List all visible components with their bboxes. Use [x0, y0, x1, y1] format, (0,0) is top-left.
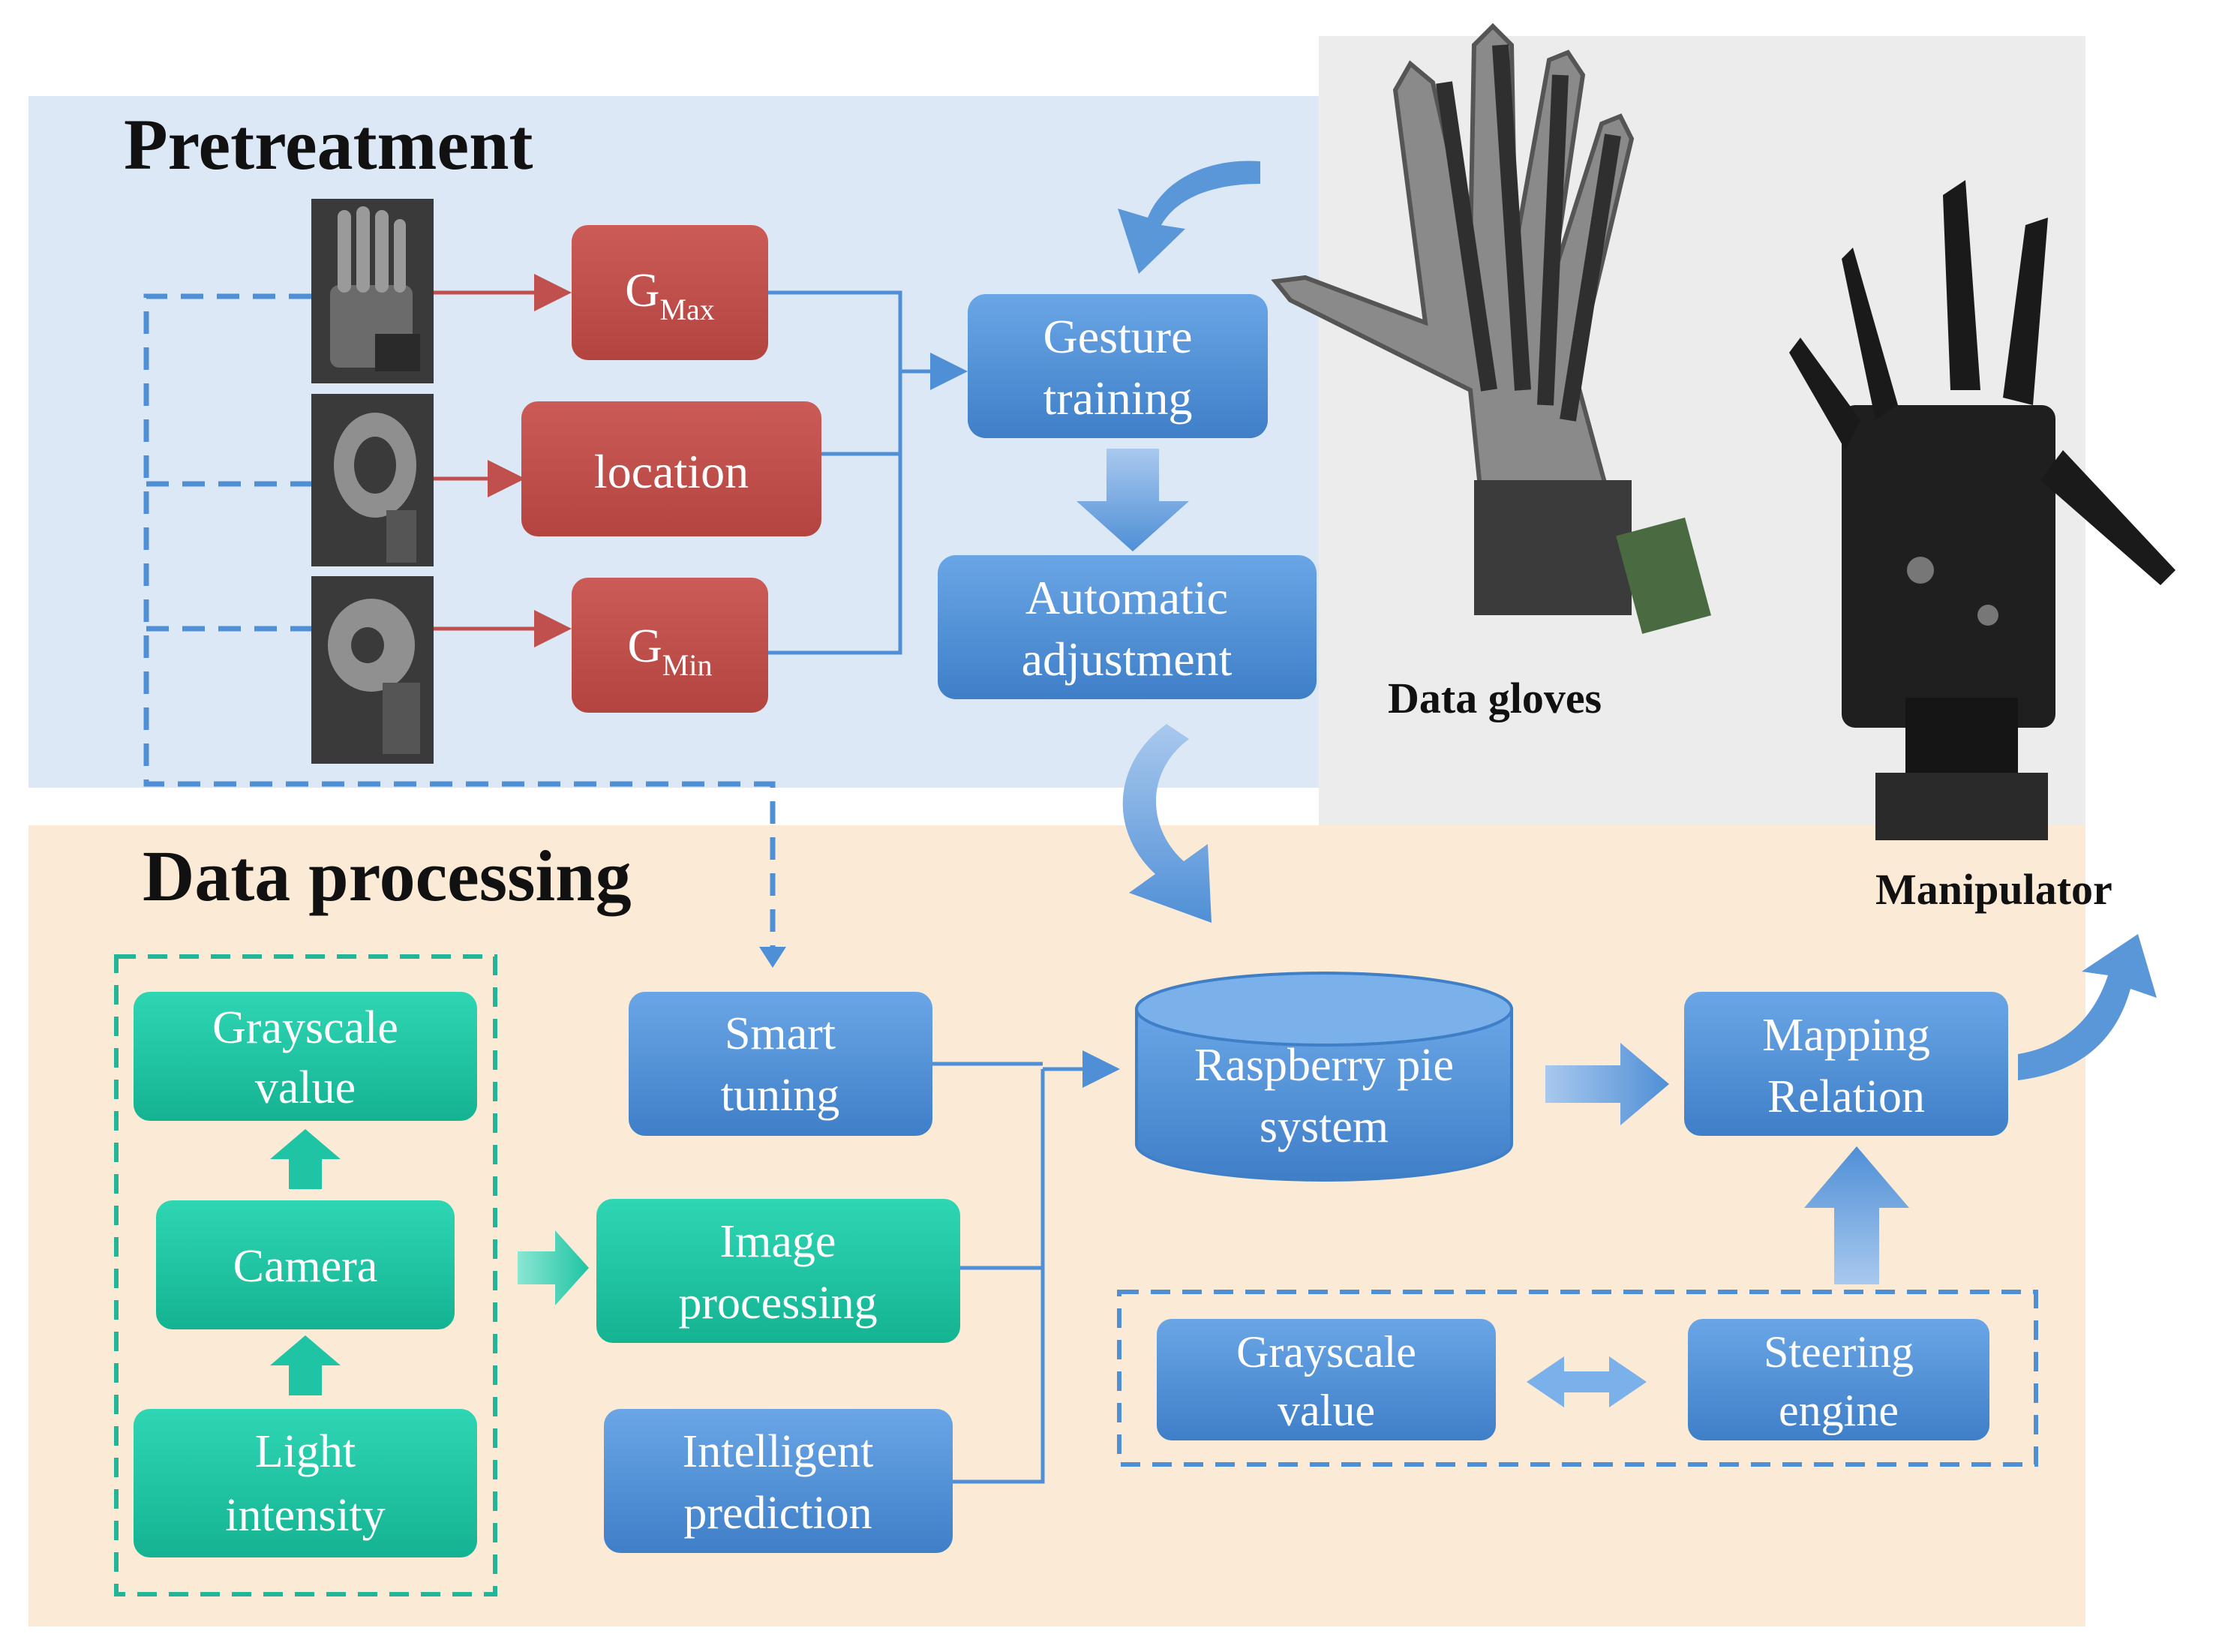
curved-arrow-icon: [1118, 161, 1260, 274]
pretreatment-title: Pretreatment: [124, 104, 533, 185]
svg-text:Steering: Steering: [1764, 1327, 1914, 1377]
smart-tuning-box: Smart tuning: [629, 992, 932, 1136]
svg-text:Raspberry pie: Raspberry pie: [1194, 1040, 1454, 1091]
glove-thumbnail-open: [311, 199, 434, 383]
svg-text:Relation: Relation: [1767, 1071, 1925, 1122]
svg-text:Mapping: Mapping: [1762, 1010, 1930, 1061]
glove-thumbnail-fist: [311, 576, 434, 764]
block-arrow-icon: [270, 1129, 341, 1189]
block-arrow-icon: [1545, 1043, 1669, 1125]
svg-text:value: value: [255, 1062, 356, 1113]
grayscale-value-box: Grayscale value: [134, 992, 477, 1121]
svg-text:Light: Light: [255, 1426, 356, 1477]
data-processing-title: Data processing: [143, 836, 632, 916]
svg-text:tuning: tuning: [721, 1070, 839, 1121]
svg-text:Camera: Camera: [233, 1241, 378, 1292]
gesture-training-box: Gesture training: [968, 294, 1268, 438]
red-connectors: [434, 274, 572, 647]
data-gloves-photo: Data gloves: [1271, 23, 1711, 722]
svg-text:adjustment: adjustment: [1022, 632, 1233, 686]
automatic-adjustment-box: Automatic adjustment: [938, 555, 1317, 699]
glove-thumbnail-curled: [311, 394, 434, 566]
block-arrow-icon: [1076, 449, 1189, 551]
svg-text:prediction: prediction: [683, 1488, 872, 1539]
manipulator-label: Manipulator: [1875, 865, 2112, 914]
svg-text:GMin: GMin: [628, 619, 713, 682]
raspberry-pie-system-cylinder: Raspberry pie system: [1135, 972, 1513, 1182]
block-arrow-icon: [270, 1335, 341, 1395]
svg-text:value: value: [1278, 1386, 1375, 1435]
intelligent-prediction-box: Intelligent prediction: [604, 1409, 953, 1553]
curved-arrow-icon: [1122, 724, 1212, 923]
steering-engine-box: Steering engine: [1688, 1319, 1989, 1440]
svg-text:intensity: intensity: [225, 1490, 386, 1541]
gmax-box: GMax: [572, 225, 768, 360]
dashed-sample-connector: [143, 293, 776, 949]
svg-text:Image: Image: [720, 1216, 836, 1267]
svg-text:system: system: [1260, 1101, 1389, 1152]
light-intensity-box: Light intensity: [134, 1409, 477, 1557]
mapping-relation-box: Mapping Relation: [1684, 992, 2008, 1136]
svg-text:Grayscale: Grayscale: [1236, 1327, 1416, 1377]
location-box: location: [521, 401, 821, 536]
svg-text:processing: processing: [678, 1278, 877, 1329]
processing-merge-lines: [932, 1050, 1120, 1484]
svg-text:Grayscale: Grayscale: [212, 1002, 398, 1053]
pretreatment-merge-lines: [768, 290, 968, 655]
svg-text:training: training: [1043, 371, 1192, 425]
svg-text:Intelligent: Intelligent: [683, 1426, 874, 1477]
block-arrow-icon: [518, 1230, 589, 1305]
dashed-arrowhead: [759, 947, 786, 968]
image-processing-box: Image processing: [596, 1199, 960, 1343]
feedback-grayscale-value-box: Grayscale value: [1157, 1319, 1496, 1440]
manipulator-photo: Manipulator: [1789, 180, 2175, 914]
svg-text:Gesture: Gesture: [1043, 310, 1192, 363]
svg-text:Automatic: Automatic: [1025, 571, 1228, 624]
svg-text:engine: engine: [1779, 1386, 1899, 1435]
svg-text:location: location: [594, 445, 749, 498]
feedback-group-dashed: [1117, 1290, 2038, 1467]
curved-arrow-icon: [2018, 934, 2157, 1080]
gmin-box: GMin: [572, 578, 768, 713]
sensor-group-dashed: [114, 954, 497, 1596]
svg-text:Smart: Smart: [725, 1008, 836, 1059]
data-gloves-label: Data gloves: [1388, 674, 1602, 722]
block-arrow-icon: [1804, 1146, 1909, 1284]
camera-box: Camera: [156, 1200, 455, 1329]
double-arrow-icon: [1527, 1356, 1647, 1407]
svg-text:GMax: GMax: [625, 263, 715, 326]
